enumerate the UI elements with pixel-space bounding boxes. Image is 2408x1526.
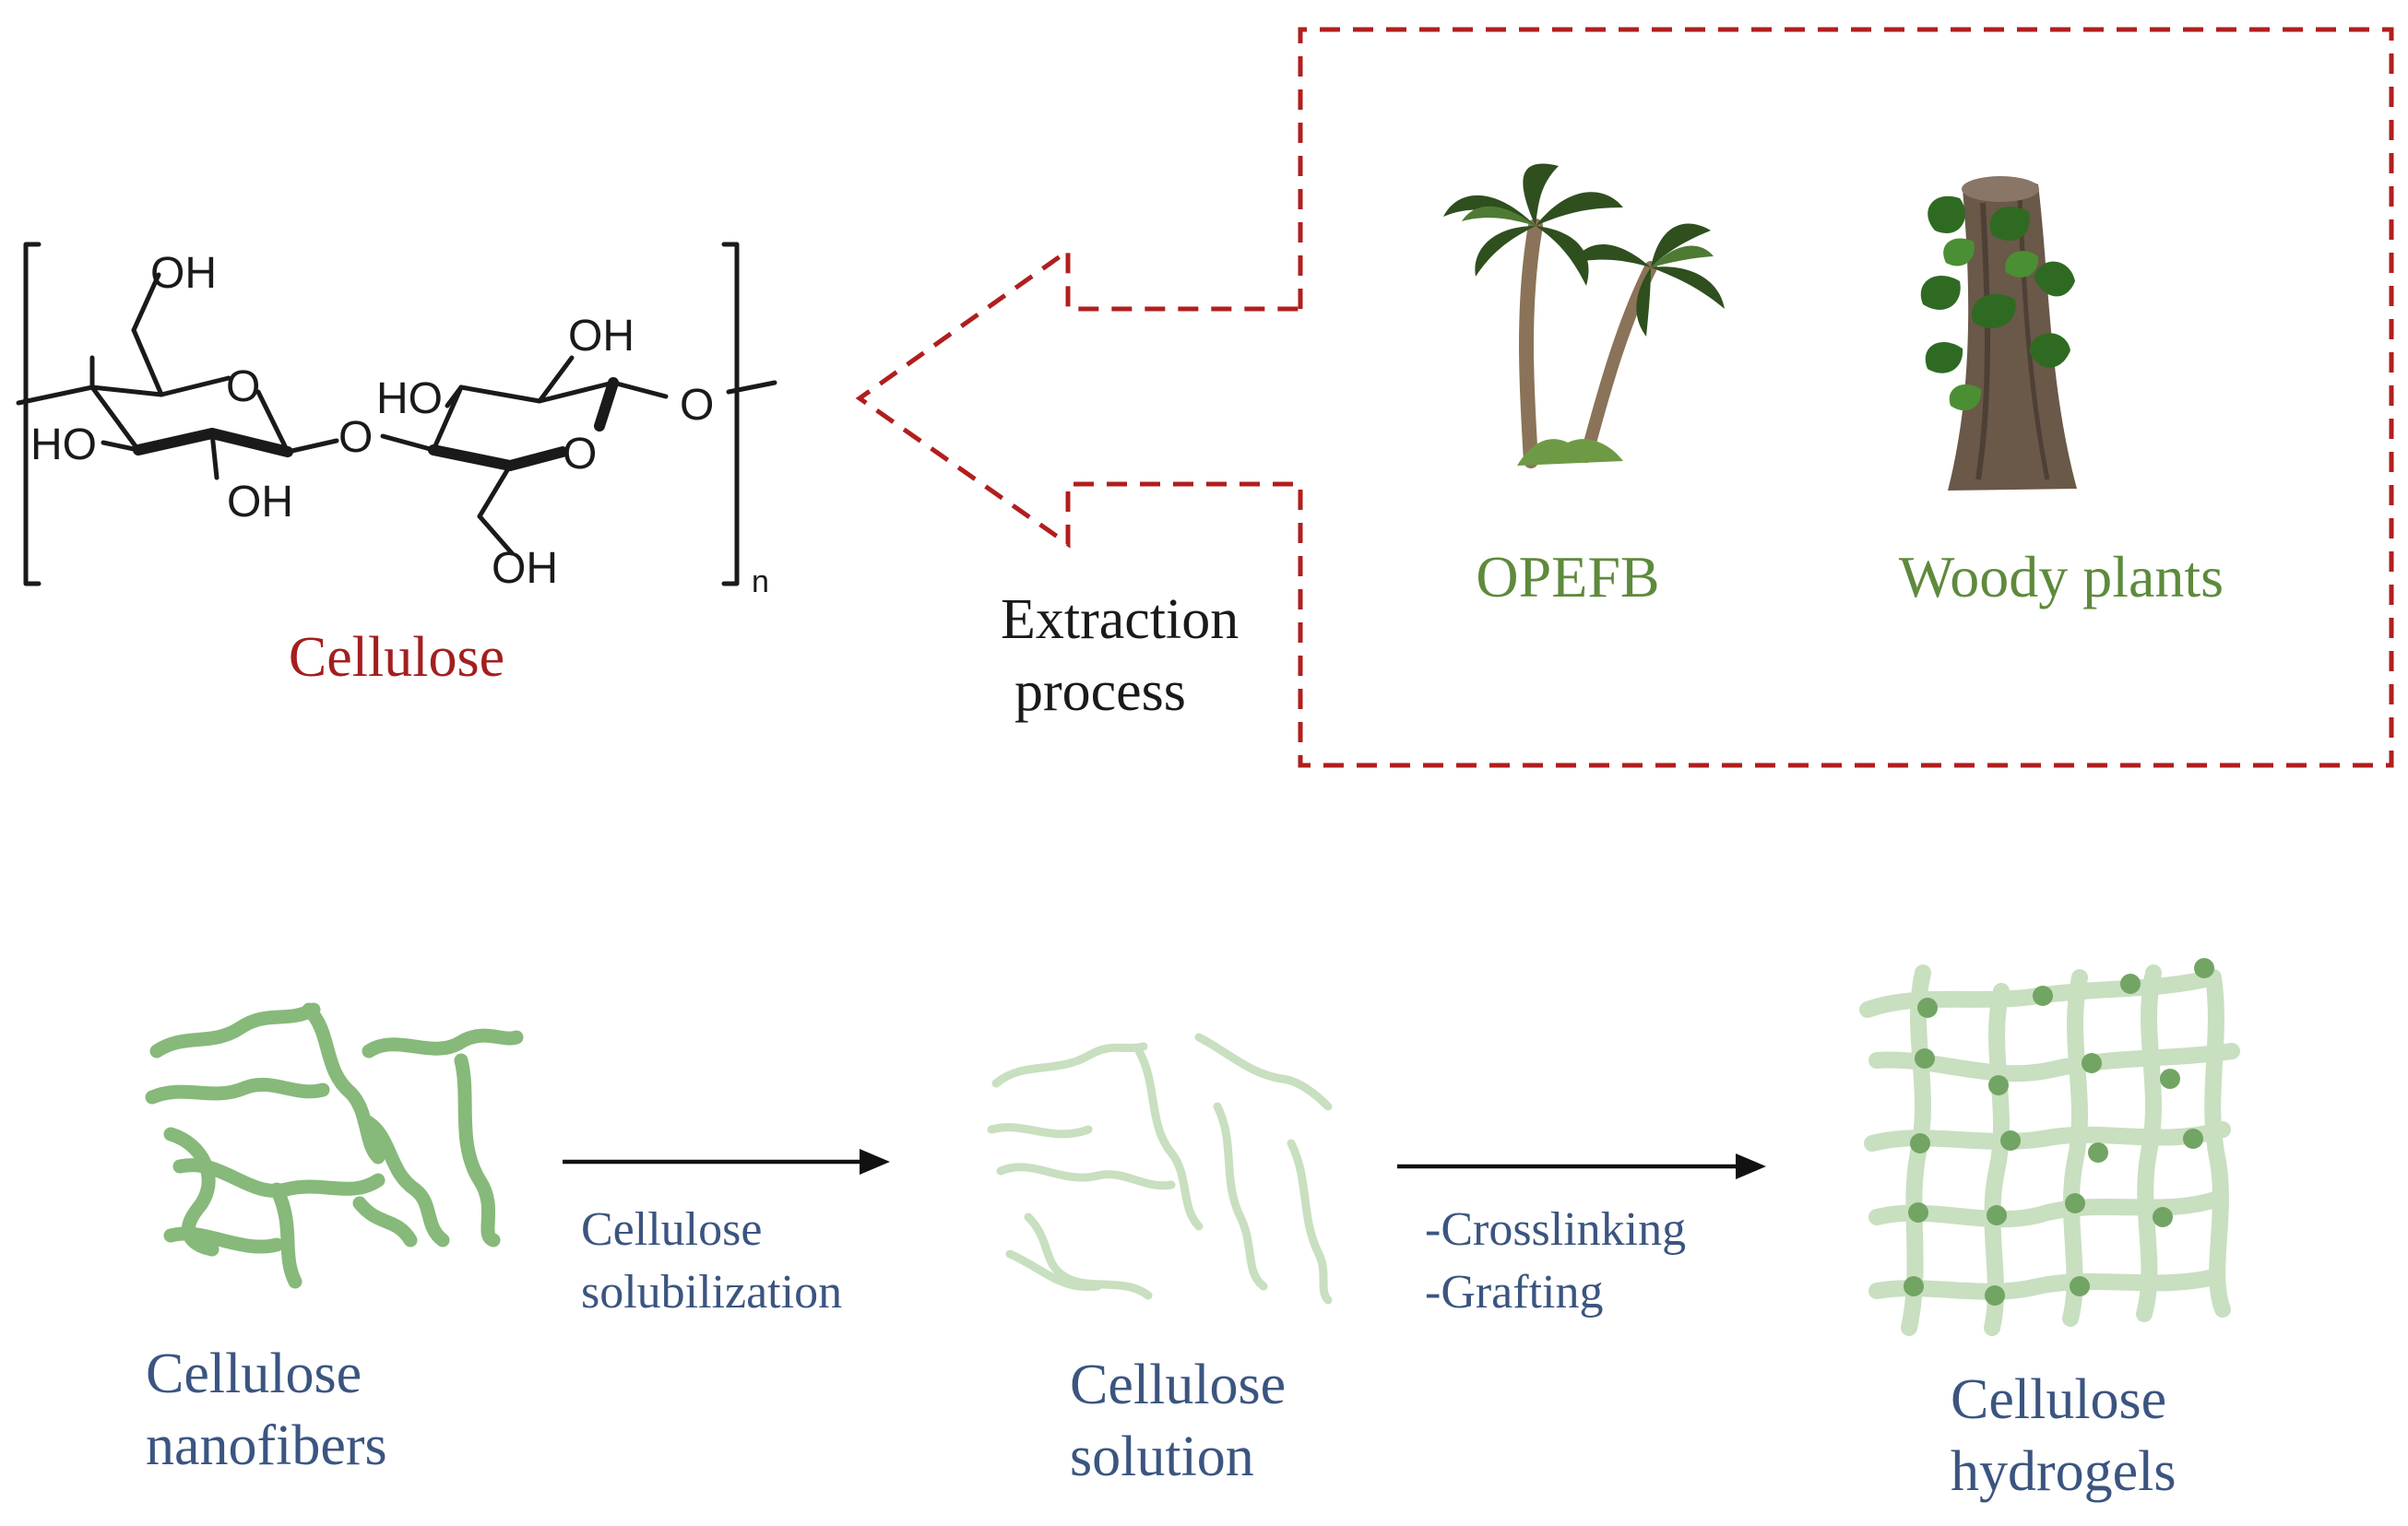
atom-oh-top-right: OH bbox=[568, 312, 635, 361]
bracket-left bbox=[23, 242, 42, 586]
hydrogel-network-illustration bbox=[1859, 958, 2240, 1336]
cellulose-label: Cellulose bbox=[289, 626, 504, 689]
bracket-right bbox=[721, 242, 740, 586]
repeat-subscript: n bbox=[752, 564, 769, 599]
arrow-crosslinking bbox=[1397, 1153, 1766, 1179]
atom-o-ring-left: O bbox=[226, 362, 260, 411]
ring-left bbox=[89, 272, 339, 480]
cellulose-structure bbox=[16, 242, 777, 586]
nanofibers-illustration bbox=[145, 1002, 524, 1289]
crosslinking-label: -Crosslinking bbox=[1425, 1203, 1686, 1256]
extraction-label-line1: Extraction bbox=[1001, 588, 1239, 651]
nanofibers-label-line1: Cellulose bbox=[146, 1343, 362, 1405]
solution-label-line2: solution bbox=[1070, 1425, 1254, 1488]
woody-plant-icon bbox=[1920, 176, 2077, 491]
atom-oh-bottom-right: OH bbox=[492, 544, 558, 593]
woody-plants-label: Woody plants bbox=[1899, 544, 2224, 609]
nanofibers-label-line2: nanofibers bbox=[146, 1414, 387, 1477]
atom-o-right-end: O bbox=[680, 381, 714, 430]
dashed-arrow bbox=[855, 27, 2394, 768]
solution-illustration bbox=[987, 1033, 1333, 1305]
process-labels: Cellulose nanofibers Cellulose solubiliz… bbox=[146, 1203, 2177, 1503]
solubilization-label-line2: solubilization bbox=[581, 1266, 842, 1319]
solubilization-label-line1: Cellulose bbox=[581, 1203, 762, 1256]
extraction-label-line2: process bbox=[1014, 660, 1186, 723]
arrow-solubilization bbox=[563, 1149, 890, 1175]
source-frame bbox=[855, 27, 2394, 768]
palm-tree-icon bbox=[1443, 163, 1725, 468]
structure-atom-labels: OH OH HO HO OH OH O O O O n bbox=[30, 249, 769, 599]
atom-oh-top-left: OH bbox=[150, 249, 217, 298]
atom-o-ring-right: O bbox=[563, 430, 597, 479]
solution-label-line1: Cellulose bbox=[1070, 1354, 1286, 1416]
atom-ho-right-ring: HO bbox=[376, 374, 443, 423]
hydrogels-label-line1: Cellulose bbox=[1951, 1368, 2166, 1431]
hydrogels-label-line2: hydrogels bbox=[1951, 1440, 2177, 1503]
opefb-label: OPEFB bbox=[1476, 544, 1659, 609]
bond-left-stub bbox=[16, 384, 95, 406]
atom-o-bridge: O bbox=[338, 413, 373, 462]
atom-oh-bottom-left: OH bbox=[227, 478, 293, 526]
ring-right bbox=[380, 355, 777, 556]
grafting-label: -Grafting bbox=[1425, 1266, 1603, 1319]
atom-ho-left: HO bbox=[30, 420, 97, 469]
